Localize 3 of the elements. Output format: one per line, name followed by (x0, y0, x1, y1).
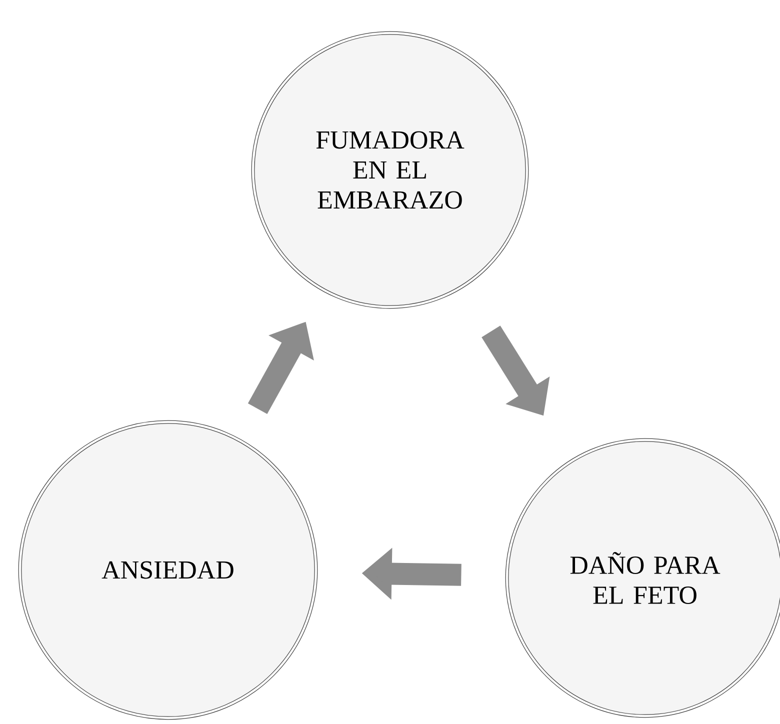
circle-node: DAÑO PARA EL FETO (505, 438, 780, 718)
circle-node: FUMADORA EN EL EMBARAZO (251, 31, 529, 309)
circle-node: ANSIEDAD (18, 420, 318, 720)
